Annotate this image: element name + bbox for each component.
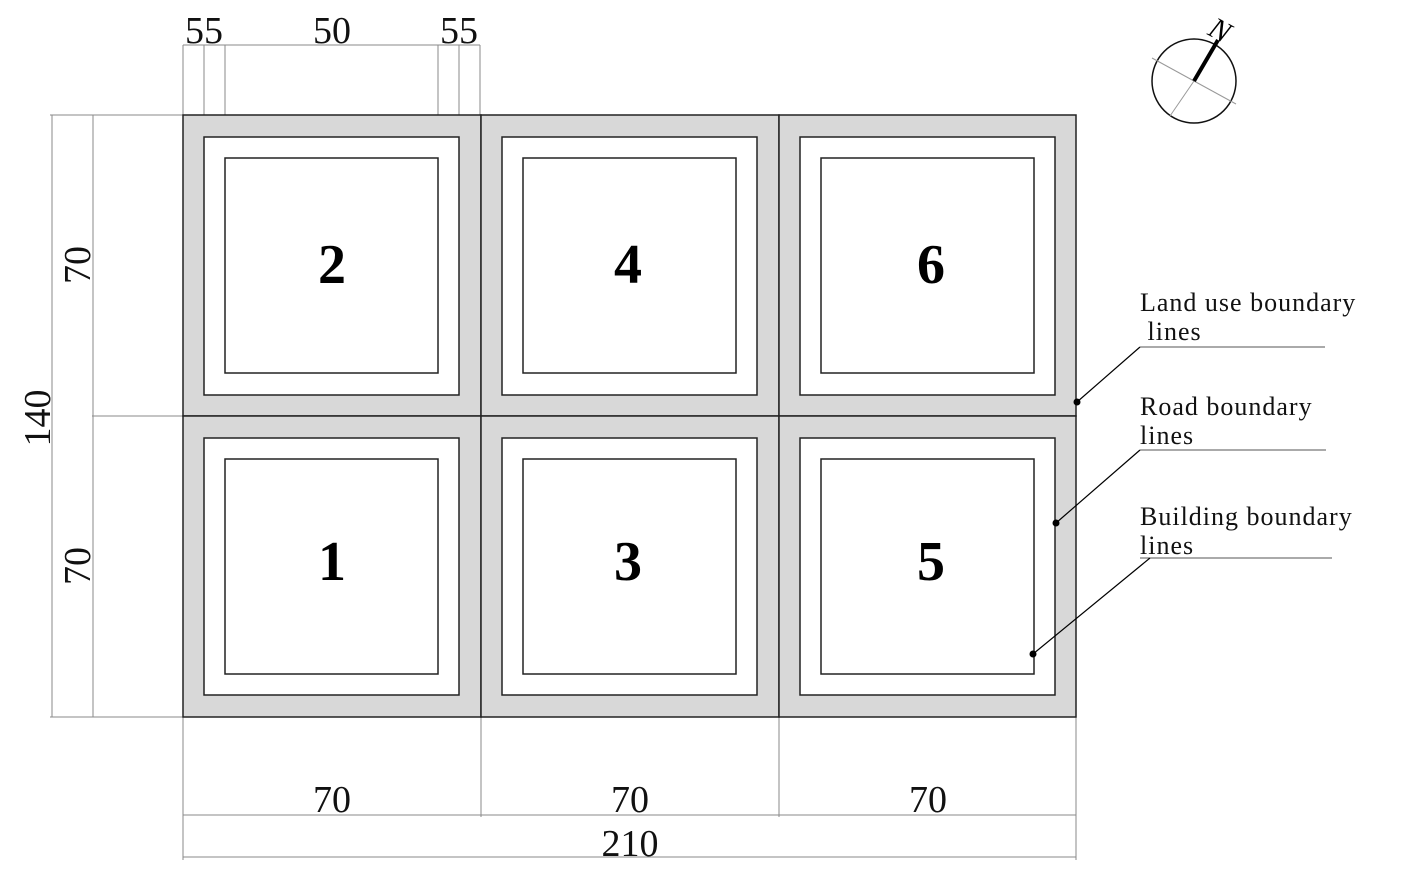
legend: Land use boundary lines Road boundary li… [1029,288,1356,658]
plot-lot-4: 4 [480,114,780,417]
bottom-dimensions: 70 70 70 210 [182,717,1077,865]
plot-lot-1: 1 [182,415,482,718]
building-boundary [522,157,737,374]
leader-line [1032,557,1151,655]
dim-label-total: 210 [602,823,659,865]
plots-grid: 2 4 6 1 3 [182,114,1077,718]
legend-land-use-line2: lines [1140,317,1202,346]
leader-dot [1073,398,1081,406]
plot-lot-3: 3 [480,415,780,718]
legend-land-use-line1: Land use boundary [1140,288,1356,317]
legend-building: Building boundary lines [1029,502,1353,658]
dim-label-top-middle: 50 [313,10,351,52]
left-dimensions: 70 140 70 [17,114,183,718]
building-boundary [224,458,439,675]
leader-line [1076,346,1141,403]
legend-building-line2: lines [1140,531,1194,560]
building-boundary [522,458,737,675]
lot-number: 1 [318,531,346,593]
leader-dot [1029,650,1037,658]
leader-line [1055,449,1141,524]
compass-south-line [1169,80,1195,117]
north-needle-icon [1192,38,1220,83]
dim-label-left-lower: 70 [57,547,99,585]
legend-road-line2: lines [1140,421,1194,450]
leader-dot [1052,519,1060,527]
building-boundary [820,458,1035,675]
lot-number: 2 [318,234,346,296]
legend-building-line1: Building boundary [1140,502,1353,531]
building-boundary [820,157,1035,374]
dim-label-col2: 70 [611,779,649,821]
building-boundary [224,157,439,374]
legend-land-use: Land use boundary lines [1073,288,1356,406]
dim-label-left-upper: 70 [57,246,99,284]
plot-lot-6: 6 [778,114,1077,417]
legend-road: Road boundary lines [1052,392,1326,527]
lot-number: 4 [614,234,642,296]
dim-label-col1: 70 [313,779,351,821]
top-dimensions: 55 50 55 [182,10,481,115]
lot-number: 3 [614,531,642,593]
plot-lot-5: 5 [778,415,1077,718]
legend-road-line1: Road boundary [1140,392,1313,421]
north-arrow: N [1151,11,1238,124]
dim-label-col3: 70 [909,779,947,821]
lot-number: 5 [917,531,945,593]
lot-number: 6 [917,234,945,296]
plot-lot-2: 2 [182,114,482,417]
dim-label-top-left: 55 [185,10,223,52]
dim-label-top-right: 55 [440,10,478,52]
dim-label-left-total: 140 [17,390,59,447]
